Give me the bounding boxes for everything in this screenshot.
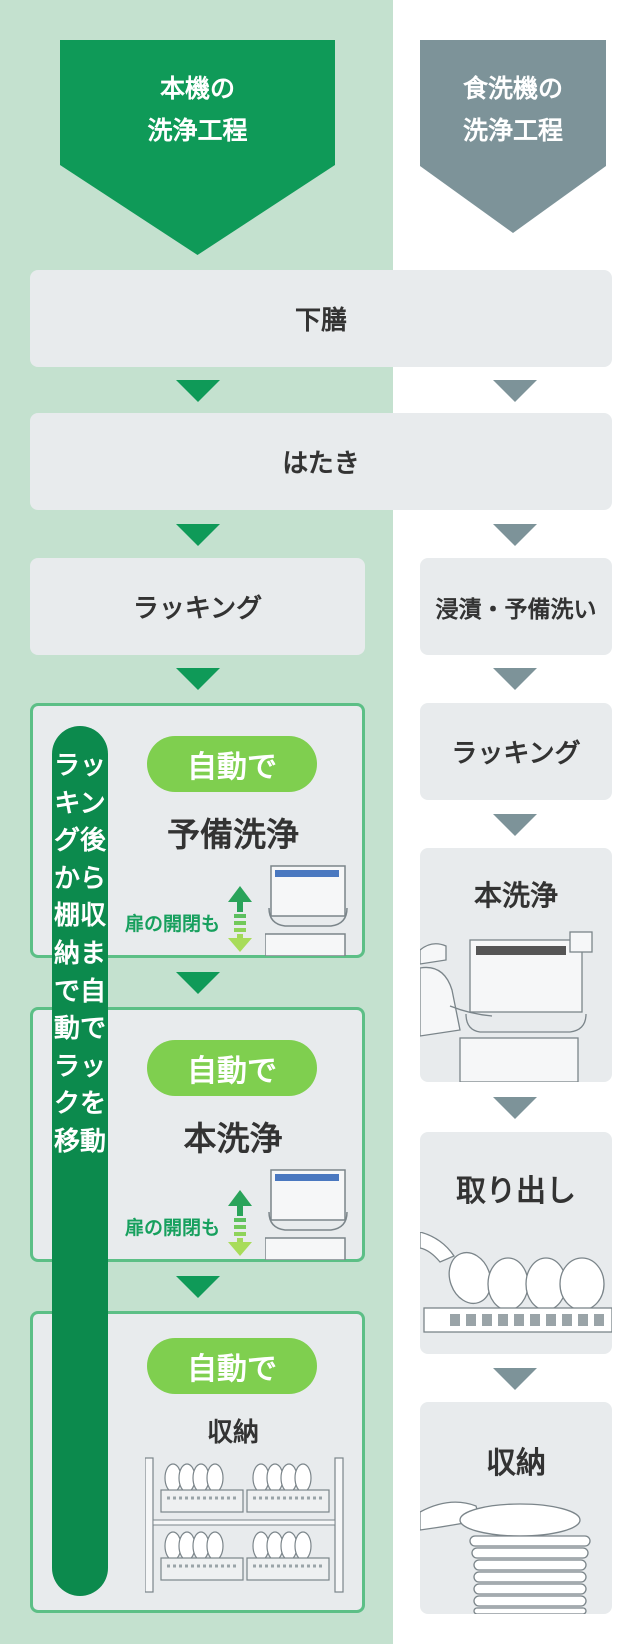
arrow-right-5 [493, 1097, 537, 1119]
arrow-left-4 [176, 972, 220, 994]
arrow-left-2 [176, 524, 220, 546]
dishwasher-machine-icon [265, 1169, 348, 1260]
step-hataki: はたき [30, 413, 612, 510]
right-takeout-box: 取り出し [420, 1132, 612, 1354]
worker-operating-machine-icon [420, 931, 593, 1082]
right-header-text: 食洗機の 洗浄工程 [462, 74, 563, 145]
arrow-left-5 [176, 1276, 220, 1298]
right-racking: ラッキング [420, 703, 612, 800]
right-header: 食洗機の 洗浄工程 [420, 40, 606, 233]
right-storage-box: 収納 [420, 1402, 612, 1614]
door-label-mainwash: 扉の開閉も [125, 1217, 221, 1239]
auto-pill-storage: 自動で [147, 1338, 317, 1394]
right-header-shape [420, 40, 606, 233]
step-gezen: 下膳 [30, 270, 612, 367]
stacked-plates-icon [420, 1501, 591, 1614]
arrow-right-4 [493, 814, 537, 836]
dishwasher-machine-icon [265, 865, 348, 956]
auto-transfer-banner: ラッキング後から棚収納まで自動でラックを移動 [52, 726, 108, 1596]
left-racking: ラッキング [30, 558, 365, 655]
arrow-right-1 [493, 380, 537, 402]
left-header-shape [60, 40, 335, 255]
right-soak: 浸漬・予備洗い [420, 558, 612, 655]
auto-pill-prewash: 自動で [147, 736, 317, 792]
plates-takeout-icon [420, 1232, 612, 1333]
left-header-text: 本機の 洗浄工程 [147, 74, 248, 145]
auto-pill-mainwash: 自動で [147, 1040, 317, 1096]
left-mainwash-title: 本洗浄 [183, 1119, 283, 1158]
dish-rack-shelf-icon [145, 1457, 344, 1593]
arrow-right-3 [493, 668, 537, 690]
arrow-left-3 [176, 668, 220, 690]
arrow-right-2 [493, 524, 537, 546]
arrow-right-6 [493, 1368, 537, 1390]
door-label-prewash: 扉の開閉も [125, 913, 221, 935]
right-mainwash-title: 本洗浄 [473, 879, 558, 912]
left-storage-title: 収納 [206, 1418, 259, 1448]
left-prewash-title: 予備洗浄 [167, 815, 299, 854]
door-updown-icon [228, 1190, 252, 1256]
right-storage-title: 収納 [486, 1446, 546, 1481]
door-updown-icon [228, 886, 252, 952]
right-takeout-title: 取り出し [456, 1174, 576, 1209]
left-header: 本機の 洗浄工程 [60, 40, 335, 255]
right-mainwash-box: 本洗浄 [420, 848, 612, 1082]
auto-transfer-banner-text: ラッキング後から棚収納まで自動でラックを移動 [53, 751, 106, 1157]
arrow-left-1 [176, 380, 220, 402]
